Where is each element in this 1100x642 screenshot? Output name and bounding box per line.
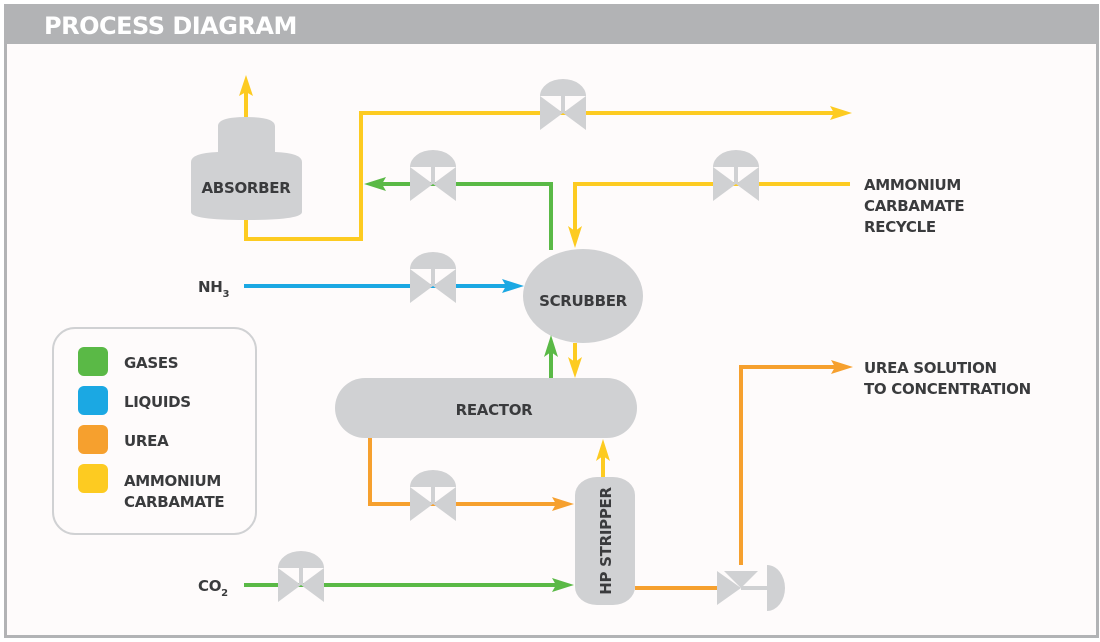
arrowhead-icon	[831, 360, 853, 374]
arrowhead-icon	[552, 578, 574, 592]
legend-item-urea: UREA	[78, 425, 169, 454]
reactor-to-stripper-line	[368, 438, 560, 506]
legend-item-liquids: LIQUIDS	[78, 386, 191, 415]
hp-stripper-label: HP STRIPPER	[597, 487, 615, 595]
recycle-to-scrubber-line	[573, 182, 850, 235]
arrowhead-icon	[568, 226, 582, 248]
valves	[278, 79, 785, 611]
legend-swatch	[78, 464, 108, 493]
valve-icon[interactable]	[410, 150, 456, 201]
nh3-label: NH3	[198, 278, 230, 300]
legend-item-gases: GASES	[78, 347, 179, 376]
arrowhead-icon	[596, 439, 610, 461]
absorber-to-top-line	[244, 111, 835, 241]
carbamate-recycle-label: AMMONIUM CARBAMATE RECYCLE	[864, 176, 965, 236]
arrowhead-icon	[568, 357, 582, 378]
arrowhead-icon	[544, 335, 558, 357]
co2-label: CO2	[198, 577, 228, 599]
legend-swatch	[78, 425, 108, 454]
arrowhead-icon	[364, 177, 386, 191]
valve-icon[interactable]	[278, 551, 324, 602]
page-title: PROCESS DIAGRAM	[44, 12, 297, 40]
valve-icon[interactable]	[540, 79, 586, 130]
valve-icon[interactable]	[410, 252, 456, 303]
absorber: ABSORBER	[191, 117, 302, 220]
legend: GASES LIQUIDS UREA AMMONIUM CARBAMATE	[52, 327, 257, 535]
reactor-label: REACTOR	[456, 401, 534, 419]
valve-icon[interactable]	[410, 470, 456, 521]
svg-text:LIQUIDS: LIQUIDS	[124, 393, 191, 411]
svg-text:CARBAMATE: CARBAMATE	[124, 493, 224, 511]
gas-arrowheads	[364, 177, 574, 592]
legend-swatch	[78, 386, 108, 415]
hp-stripper: HP STRIPPER	[575, 477, 635, 605]
svg-text:RECYCLE: RECYCLE	[864, 218, 936, 236]
legend-swatch	[78, 347, 108, 376]
reactor-shape	[335, 378, 637, 438]
arrowhead-icon	[502, 279, 524, 293]
urea-solution-label: UREA SOLUTION TO CONCENTRATION	[864, 359, 1031, 398]
absorber-label: ABSORBER	[202, 179, 292, 197]
svg-text:UREA: UREA	[124, 432, 169, 450]
urea-lines	[368, 365, 835, 590]
svg-text:AMMONIUM: AMMONIUM	[864, 176, 961, 194]
arrowhead-icon	[552, 497, 574, 511]
three-way-valve-icon[interactable]	[717, 565, 785, 611]
svg-text:TO CONCENTRATION: TO CONCENTRATION	[864, 380, 1031, 398]
scrubber-shape	[523, 249, 643, 343]
scrubber-label: SCRUBBER	[539, 292, 628, 310]
svg-text:GASES: GASES	[124, 354, 178, 372]
svg-text:UREA SOLUTION: UREA SOLUTION	[864, 359, 997, 377]
reactor: REACTOR	[335, 378, 637, 438]
svg-text:CARBAMATE: CARBAMATE	[864, 197, 964, 215]
arrowhead-icon	[830, 106, 852, 120]
urea-solution-out-line	[739, 365, 835, 565]
arrowhead-icon	[239, 75, 253, 96]
carbamate-arrowheads	[239, 75, 852, 461]
valve-icon[interactable]	[713, 150, 759, 201]
scrubber: SCRUBBER	[523, 249, 643, 343]
urea-arrowheads	[552, 360, 853, 511]
absorber-shape	[191, 117, 302, 220]
svg-text:AMMONIUM: AMMONIUM	[124, 472, 221, 490]
hp-stripper-shape	[575, 477, 635, 605]
legend-item-ammonium-carbamate: AMMONIUM CARBAMATE	[78, 464, 225, 511]
header-bar: PROCESS DIAGRAM	[4, 4, 1099, 44]
liquid-arrowheads	[502, 279, 524, 293]
scrubber-to-absorber-line	[378, 182, 553, 250]
